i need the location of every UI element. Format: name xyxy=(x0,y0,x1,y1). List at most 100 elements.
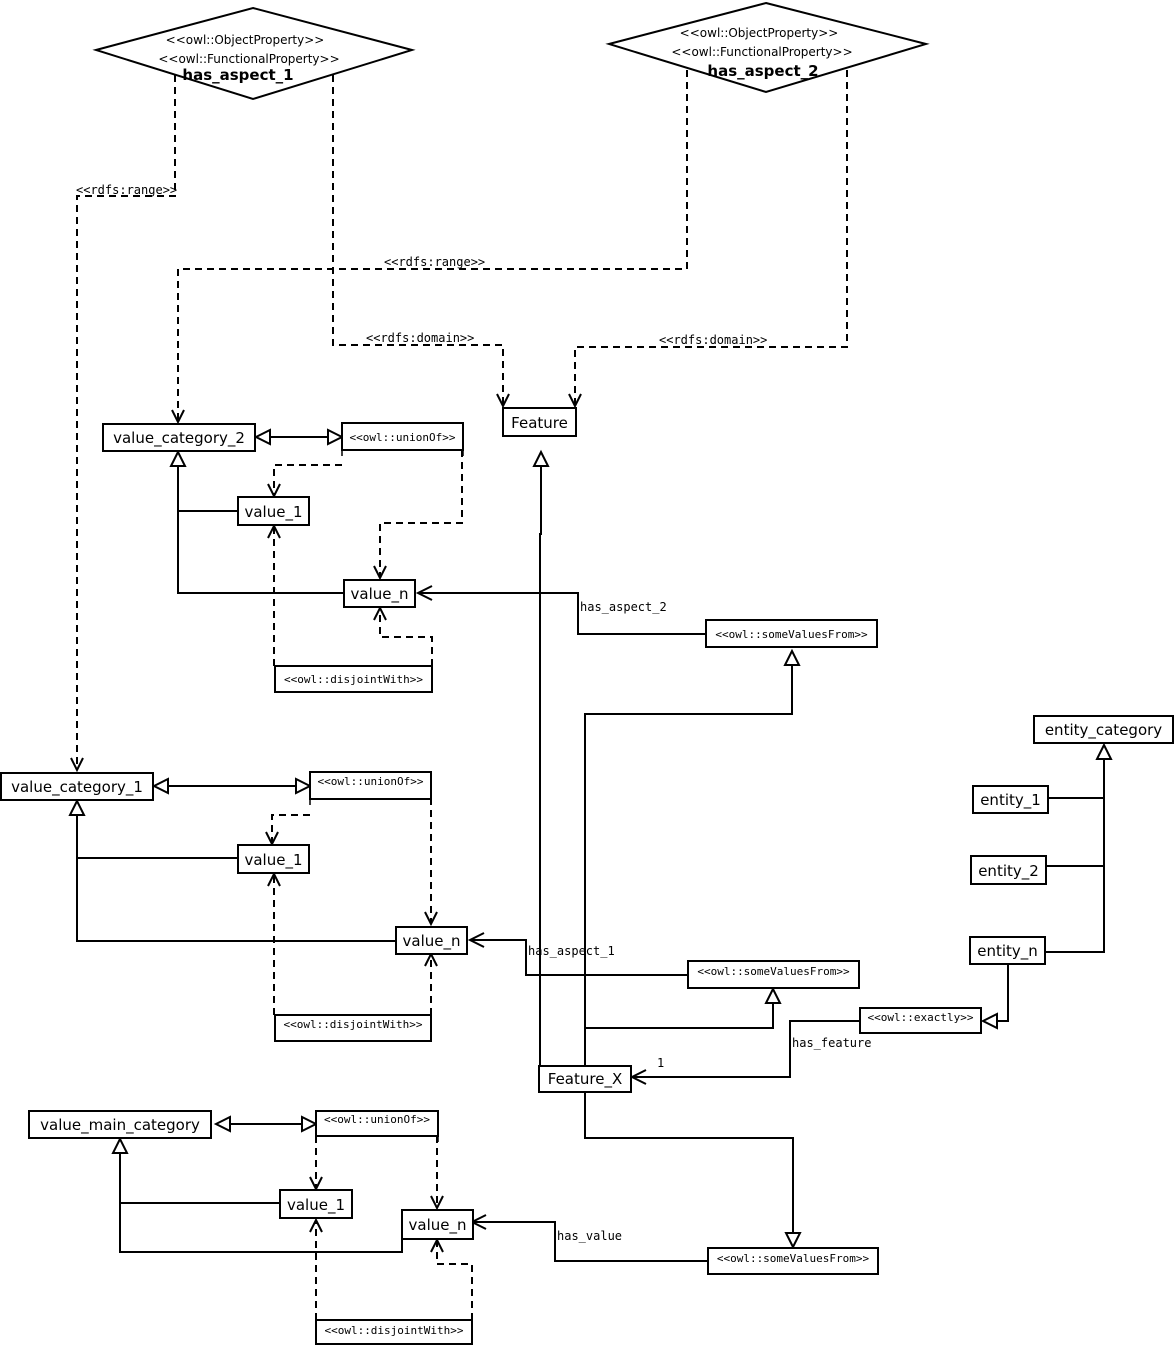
property-stereotype: <<owl::FunctionalProperty>> xyxy=(671,45,852,59)
arrow-head xyxy=(70,757,84,773)
property-label-has-value: has_value xyxy=(557,1229,622,1243)
subclass-line-g1 xyxy=(76,815,396,942)
class-main-value-1: value_1 xyxy=(279,1189,353,1219)
restriction-line-aspect-2 xyxy=(584,666,793,1066)
property-has-aspect-2: <<owl::ObjectProperty>> <<owl::Functiona… xyxy=(605,1,930,94)
property-label-has-feature: has_feature xyxy=(792,1036,871,1050)
arrow-head xyxy=(415,585,433,601)
restriction-line-value xyxy=(584,1092,794,1232)
subclass-line-feature xyxy=(539,466,542,1066)
class-value-category-1: value_category_1 xyxy=(0,772,154,801)
disjoint-with-g1: <<owl::disjointWith>> xyxy=(274,1014,432,1042)
triangle-head xyxy=(295,777,313,795)
union-of-g1: <<owl::unionOf>> xyxy=(309,771,432,805)
triangle-head xyxy=(783,648,801,666)
property-has-aspect-1: <<owl::ObjectProperty>> <<owl::Functiona… xyxy=(92,6,416,101)
svg-text:value_n: value_n xyxy=(409,1216,467,1235)
property-diamond xyxy=(92,6,416,101)
union-line-g1-value-1 xyxy=(271,814,310,842)
arrow-head xyxy=(171,409,185,425)
triangle-head xyxy=(1095,742,1113,760)
dashed-connectors xyxy=(70,70,848,1320)
triangle-head xyxy=(327,428,345,446)
svg-text:value_category_2: value_category_2 xyxy=(113,429,245,448)
svg-text:Feature: Feature xyxy=(511,414,568,432)
svg-text:value_main_category: value_main_category xyxy=(40,1116,200,1135)
svg-text:<<owl::unionOf>>: <<owl::unionOf>> xyxy=(350,431,456,444)
domain-label: <<rdfs:domain>> xyxy=(659,333,767,347)
property-label-has-aspect-1: has_aspect_1 xyxy=(528,944,615,958)
svg-text:value_n: value_n xyxy=(403,932,461,951)
class-feature: Feature xyxy=(502,407,577,437)
class-entity-1: entity_1 xyxy=(972,785,1049,814)
triangle-head xyxy=(213,1115,231,1133)
svg-text:entity_category: entity_category xyxy=(1045,721,1162,740)
disjoint-with-g2: <<owl::disjointWith>> xyxy=(274,665,433,693)
triangle-head xyxy=(301,1115,319,1133)
exactly-restriction: <<owl::exactly>> xyxy=(859,1007,982,1034)
triangle-head xyxy=(980,1012,998,1030)
property-line-aspect-2 xyxy=(420,592,706,635)
triangle-head xyxy=(151,777,169,795)
arrow-head xyxy=(467,932,485,948)
edge-labels: <<rdfs:range>> <<rdfs:range>> <<rdfs:dom… xyxy=(76,183,871,1243)
some-values-from-aspect-1: <<owl::someValuesFrom>> xyxy=(687,960,860,989)
svg-text:<<owl::disjointWith>>: <<owl::disjointWith>> xyxy=(324,1324,463,1337)
class-main-value-n: value_n xyxy=(401,1209,474,1240)
class-entity-category: entity_category xyxy=(1033,715,1174,744)
property-diamond xyxy=(605,1,930,94)
arrow-head xyxy=(309,1217,323,1233)
svg-text:<<owl::someValuesFrom>>: <<owl::someValuesFrom>> xyxy=(717,1252,870,1265)
some-values-from-value: <<owl::someValuesFrom>> xyxy=(707,1247,879,1275)
property-line-value xyxy=(474,1221,708,1262)
disjoint-with-main: <<owl::disjointWith>> xyxy=(315,1319,473,1345)
triangle-head xyxy=(253,428,271,446)
restriction-line-exactly xyxy=(998,963,1009,1022)
some-values-from-aspect-2: <<owl::someValuesFrom>> xyxy=(705,619,878,648)
arrow-head xyxy=(373,565,387,581)
property-stereotype: <<owl::ObjectProperty>> xyxy=(166,33,325,47)
class-g2-value-n: value_n xyxy=(343,579,416,608)
svg-text:value_n: value_n xyxy=(351,585,409,604)
class-feature-x: Feature_X xyxy=(538,1065,632,1093)
range-label: <<rdfs:range>> xyxy=(384,255,485,269)
property-stereotype: <<owl::ObjectProperty>> xyxy=(680,26,839,40)
svg-text:<<owl::someValuesFrom>>: <<owl::someValuesFrom>> xyxy=(715,628,868,641)
arrow-head xyxy=(430,1195,444,1211)
range-label: <<rdfs:range>> xyxy=(76,183,177,197)
svg-text:value_1: value_1 xyxy=(287,1196,345,1215)
union-of-main: <<owl::unionOf>> xyxy=(315,1110,439,1142)
subclass-line-g2 xyxy=(177,466,344,594)
arrow-head xyxy=(496,393,510,409)
svg-text:<<owl::exactly>>: <<owl::exactly>> xyxy=(868,1011,974,1024)
class-entity-n: entity_n xyxy=(969,936,1046,965)
restriction-line-aspect-1 xyxy=(585,1004,774,1029)
class-value-category-2: value_category_2 xyxy=(102,423,256,452)
svg-text:<<owl::someValuesFrom>>: <<owl::someValuesFrom>> xyxy=(697,965,850,978)
arrow-head xyxy=(568,393,582,409)
disjoint-line-main-value-n xyxy=(436,1242,473,1320)
svg-text:value_1: value_1 xyxy=(244,503,302,522)
union-of-g2: <<owl::unionOf>> xyxy=(341,422,464,456)
class-g1-value-1: value_1 xyxy=(237,844,310,874)
arrow-head xyxy=(424,911,438,927)
svg-text:<<owl::disjointWith>>: <<owl::disjointWith>> xyxy=(283,1018,422,1031)
subclass-line-entity xyxy=(1045,760,1105,953)
property-name: has_aspect_2 xyxy=(707,62,818,80)
disjoint-line-g2-value-n xyxy=(379,610,433,666)
property-line-has-feature xyxy=(634,1020,860,1078)
triangle-head xyxy=(169,449,187,467)
cardinality-label: 1 xyxy=(657,1056,664,1070)
property-name: has_aspect_1 xyxy=(182,66,293,84)
triangle-head xyxy=(532,449,550,467)
class-entity-2: entity_2 xyxy=(970,855,1047,885)
class-value-main-category: value_main_category xyxy=(28,1110,212,1139)
property-label-has-aspect-2: has_aspect_2 xyxy=(580,600,667,614)
svg-text:<<owl::disjointWith>>: <<owl::disjointWith>> xyxy=(284,673,423,686)
union-line-g2-value-n xyxy=(379,450,463,576)
domain-line-aspect-1 xyxy=(332,75,504,404)
svg-text:entity_2: entity_2 xyxy=(978,862,1039,881)
domain-line-aspect-2 xyxy=(574,70,848,404)
svg-text:value_category_1: value_category_1 xyxy=(11,778,143,797)
